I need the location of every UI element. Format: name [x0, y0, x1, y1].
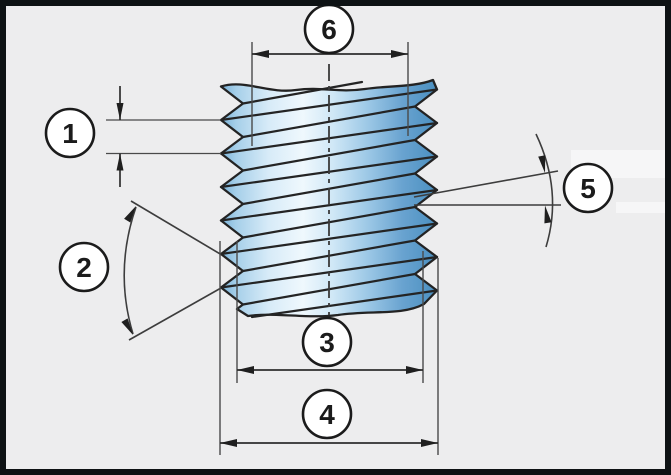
background-patch [616, 202, 670, 213]
arrow-down-icon [116, 103, 124, 120]
dimension-1 [106, 86, 221, 187]
dimension-3 [236, 241, 424, 383]
arrow-up-icon [116, 153, 124, 171]
arrow-right-icon [391, 50, 408, 58]
arrow-down-icon [121, 318, 133, 335]
callout-3: 3 [301, 316, 353, 368]
arrow-left-icon [252, 50, 269, 58]
dimension-2 [121, 200, 222, 341]
callout-1: 1 [44, 107, 96, 159]
angle-arc [123, 206, 137, 335]
callout-5-label: 5 [580, 173, 596, 204]
callout-1-label: 1 [62, 118, 78, 149]
callout-4: 4 [301, 388, 353, 440]
arrow-right-icon [406, 366, 423, 374]
dimension-4 [219, 241, 439, 455]
arrow-left-icon [220, 439, 237, 447]
dimension-5 [413, 133, 561, 248]
callout-2-label: 2 [76, 252, 92, 283]
arrow-up-icon [544, 205, 552, 224]
arrow-up-icon [124, 206, 136, 223]
callout-2-bubble [58, 241, 110, 293]
arrow-down-icon [538, 155, 546, 173]
callout-3-label: 3 [319, 327, 335, 358]
arrow-right-icon [421, 439, 438, 447]
callout-6-label: 6 [321, 14, 337, 45]
callout-5-bubble [562, 162, 614, 214]
arrow-left-icon [237, 366, 254, 374]
callout-5: 5 [562, 162, 614, 214]
callout-4-bubble [301, 388, 353, 440]
thread-illustration [219, 64, 439, 319]
callout-6: 6 [303, 3, 355, 55]
callout-4-label: 4 [319, 399, 335, 430]
angle-arc [535, 133, 554, 248]
callout-3-bubble [301, 316, 353, 368]
callout-2: 2 [58, 241, 110, 293]
callout-1-bubble [44, 107, 96, 159]
